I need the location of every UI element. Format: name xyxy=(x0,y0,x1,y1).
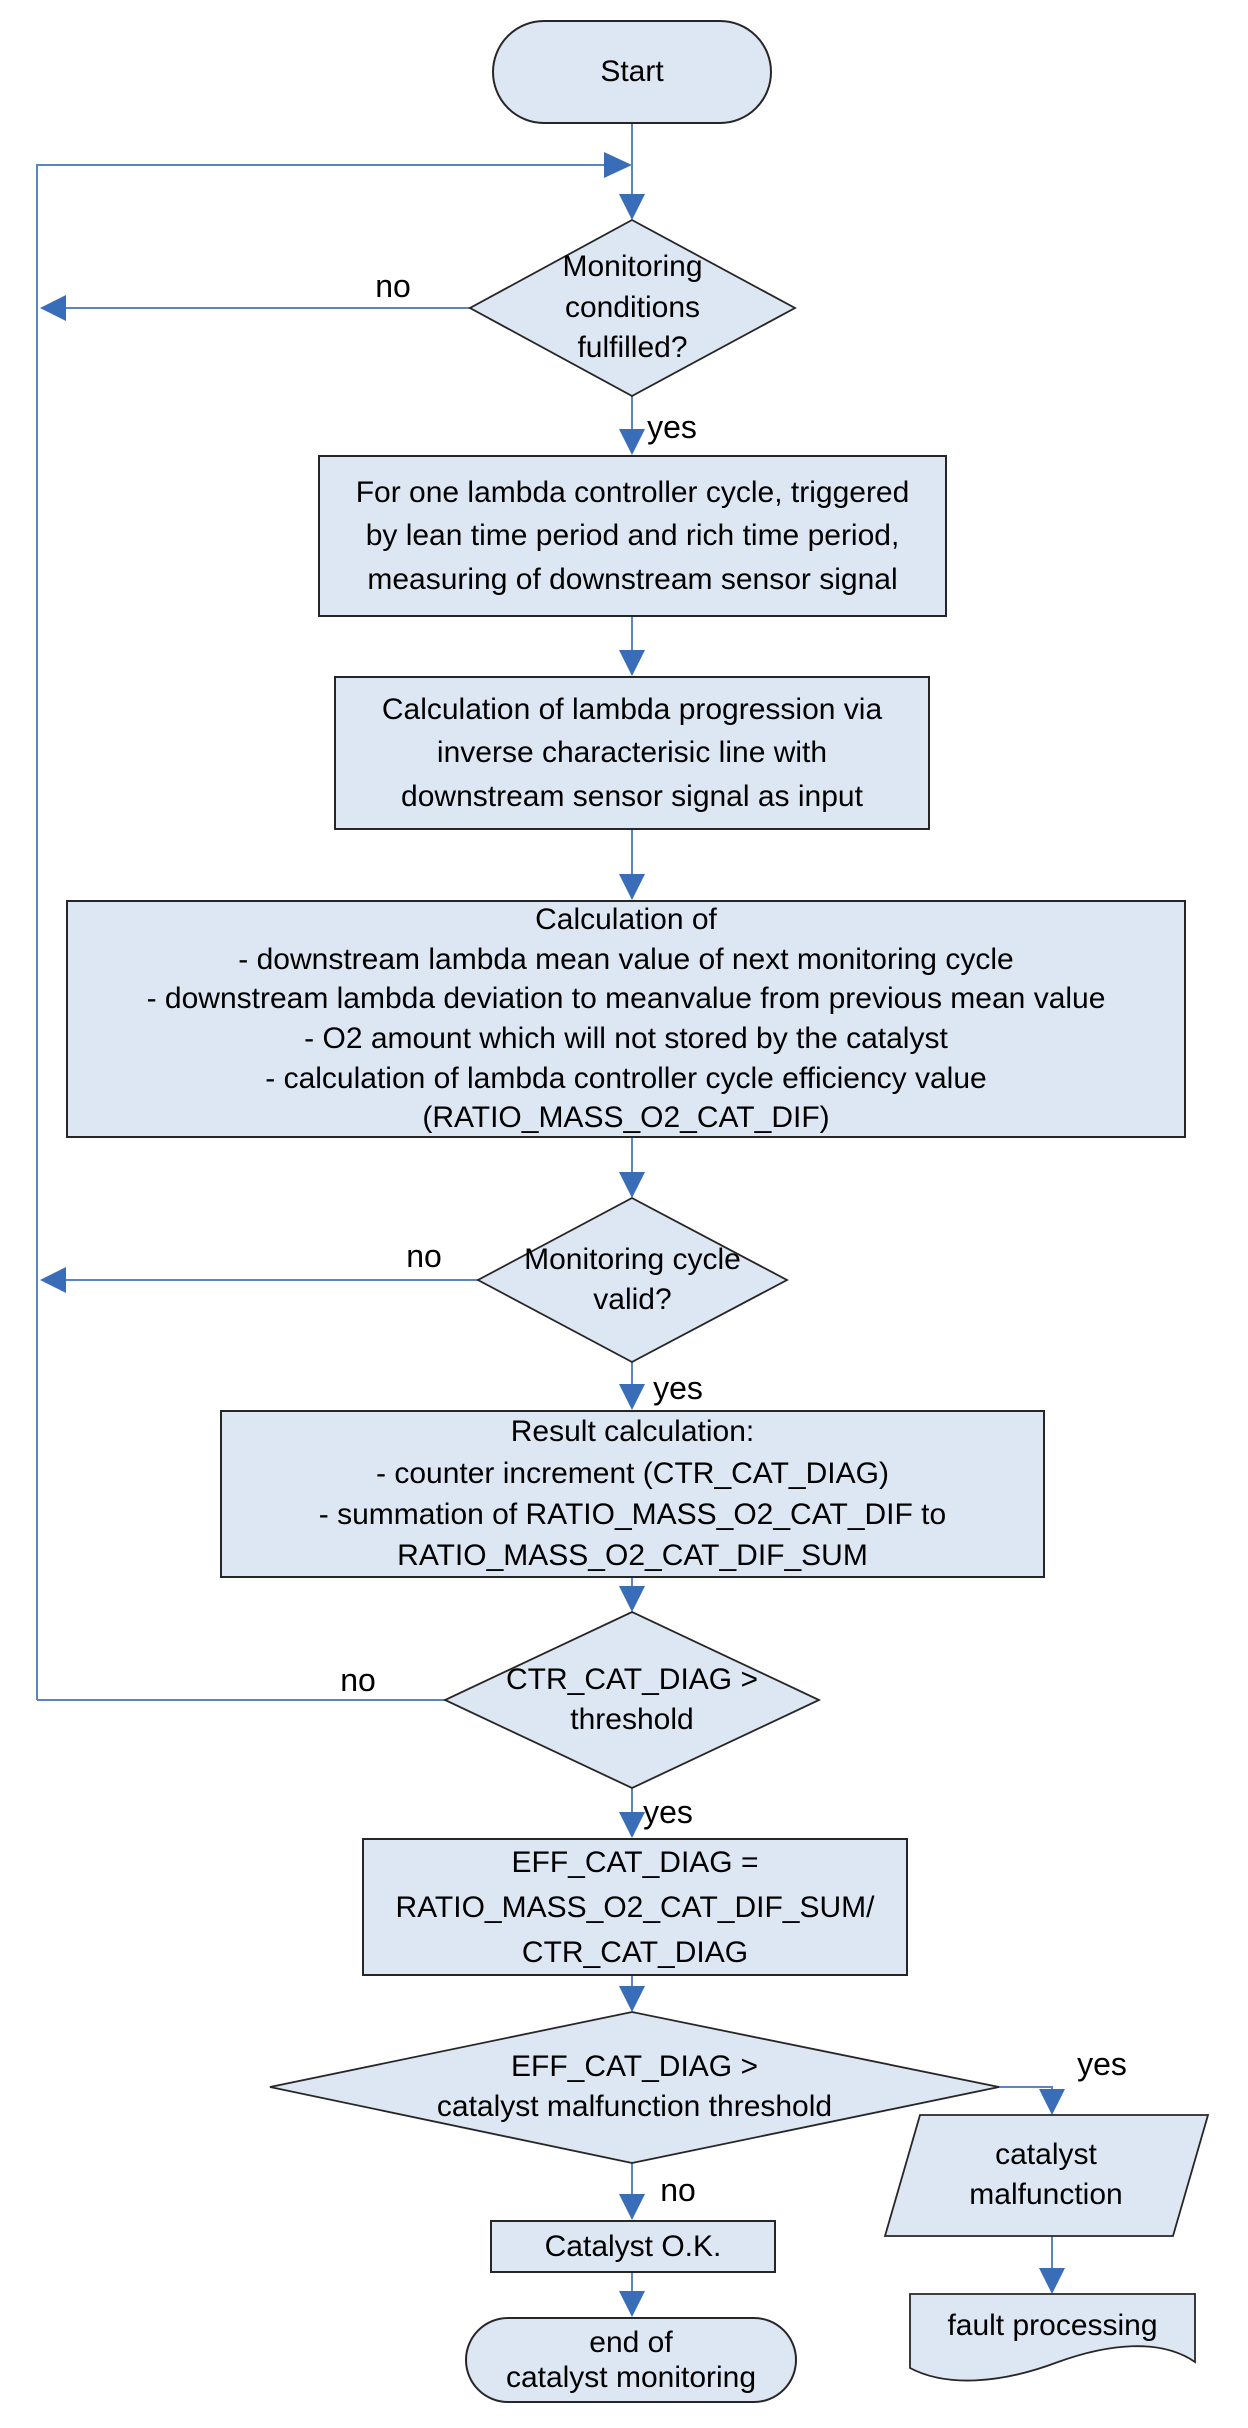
d1-yes-label: yes xyxy=(647,408,697,445)
arrowhead-d3-icon xyxy=(619,1586,645,1612)
decision-ctr-cat-diag xyxy=(442,1611,822,1789)
arrowhead-p3-icon xyxy=(619,874,645,900)
decision-monitoring-conditions-label: Monitoring conditions fulfilled? xyxy=(562,250,703,365)
arrowhead-malfunction-icon xyxy=(1039,2089,1065,2115)
start-terminator: Start xyxy=(492,20,772,124)
d3-yes-label: yes xyxy=(643,1793,693,1830)
arrowhead-p1-icon xyxy=(619,429,645,455)
process-calculation-block: Calculation of - downstream lambda mean … xyxy=(66,900,1186,1138)
decision-eff-cat-diag xyxy=(269,2011,1000,2164)
process-catalyst-ok: Catalyst O.K. xyxy=(490,2220,776,2273)
decision-monitoring-cycle-valid-label: Monitoring cycle valid? xyxy=(524,1242,741,1317)
d2-no-label: no xyxy=(406,1237,442,1274)
d4-no-label: no xyxy=(660,2171,696,2208)
arrowhead-d2-icon xyxy=(619,1172,645,1198)
arrowhead-d2-no-icon xyxy=(40,1267,66,1293)
arrowhead-d1-icon xyxy=(619,194,645,220)
d2-yes-label: yes xyxy=(653,1369,703,1406)
decision-ctr-cat-diag-label: CTR_CAT_DIAG > threshold xyxy=(506,1662,758,1737)
end-terminator: end of catalyst monitoring xyxy=(465,2317,797,2403)
loop-return-line xyxy=(36,164,606,1700)
decision-monitoring-conditions xyxy=(468,218,797,398)
arrowhead-ok-icon xyxy=(619,2194,645,2220)
d1-no-label: no xyxy=(375,267,411,304)
document-fault-processing xyxy=(909,2293,1196,2382)
d3-no-label: no xyxy=(340,1661,376,1698)
arrowhead-p5-icon xyxy=(619,1812,645,1838)
arrowhead-fault-icon xyxy=(1039,2268,1065,2294)
process-result-calculation: Result calculation: - counter increment … xyxy=(220,1410,1045,1578)
d4-yes-label: yes xyxy=(1077,2045,1127,2082)
arrowhead-d4-icon xyxy=(619,1986,645,2012)
arrowhead-p2-icon xyxy=(619,650,645,676)
decision-eff-cat-diag-label: EFF_CAT_DIAG > catalyst malfunction thre… xyxy=(436,2049,833,2124)
loop-return-arrowhead-icon xyxy=(604,152,632,178)
io-catalyst-malfunction xyxy=(883,2114,1210,2237)
document-fault-processing-label: fault processing xyxy=(947,2308,1158,2342)
arrowhead-end-icon xyxy=(619,2291,645,2317)
process-lambda-progression: Calculation of lambda progression via in… xyxy=(334,676,930,830)
process-measure-downstream-signal: For one lambda controller cycle, trigger… xyxy=(318,455,947,617)
decision-monitoring-cycle-valid xyxy=(476,1196,789,1364)
process-eff-cat-diag: EFF_CAT_DIAG = RATIO_MASS_O2_CAT_DIF_SUM… xyxy=(362,1838,908,1976)
io-catalyst-malfunction-label: catalyst malfunction xyxy=(969,2137,1123,2212)
arrowhead-d1-no-icon xyxy=(40,295,66,321)
arrowhead-p4-icon xyxy=(619,1384,645,1410)
